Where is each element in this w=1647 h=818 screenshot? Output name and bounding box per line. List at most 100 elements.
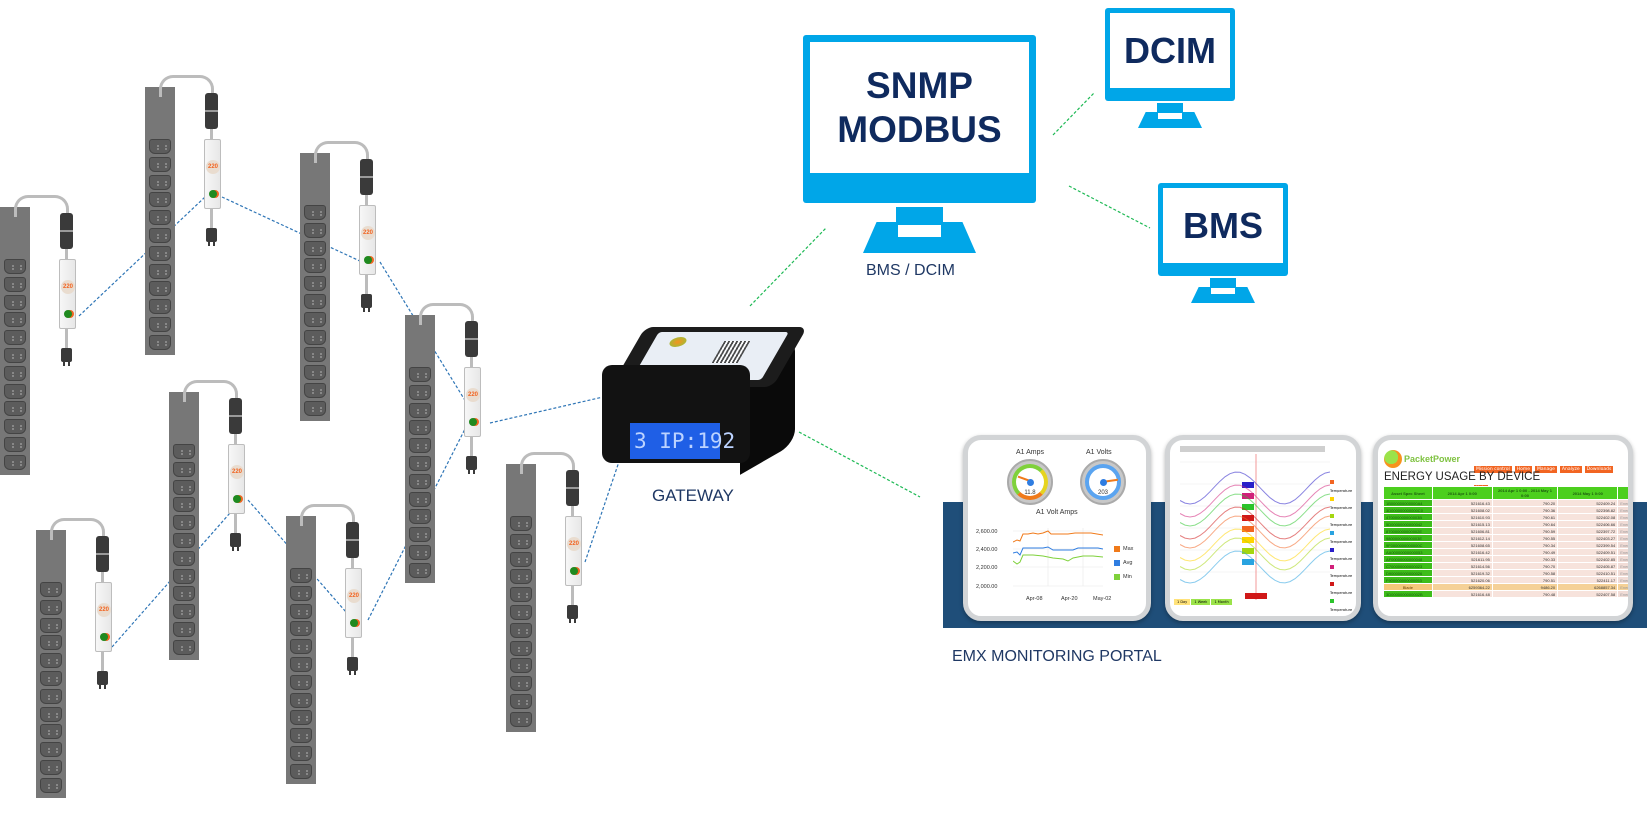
- cell-device-id: 5D00000000000042: [1383, 520, 1433, 528]
- outlet-icon: [304, 294, 326, 309]
- outlet-icon: [290, 763, 312, 779]
- outlet-icon: [510, 640, 532, 656]
- trend-legend-label: Temperature: [1330, 590, 1353, 595]
- trend-legend-item[interactable]: Temperature: [1330, 529, 1356, 546]
- trend-legend-item[interactable]: Temperature: [1330, 597, 1356, 614]
- cell-device-id: F900000000000053: [1383, 576, 1433, 584]
- pdu-power-strip[interactable]: 220: [169, 380, 299, 680]
- wireless-sensor-icon: [469, 418, 477, 426]
- trend-timeline-scroller[interactable]: [1180, 446, 1325, 452]
- nav-analyze[interactable]: Analyze: [1558, 465, 1583, 474]
- trend-legend-item[interactable]: Temperature: [1330, 580, 1356, 597]
- nav-manage[interactable]: Manage: [1534, 465, 1558, 474]
- cell-energy-delta: 790.58: [1491, 569, 1559, 577]
- cell-energy-start: 521616.48: [1431, 590, 1493, 598]
- wireless-sensor-icon: [364, 256, 372, 264]
- trend-legend-item[interactable]: Temperature: [1330, 563, 1356, 580]
- range-button-day[interactable]: 1 Day: [1174, 599, 1191, 605]
- pdu-power-strip[interactable]: 220: [506, 452, 636, 752]
- trend-legend-item[interactable]: Temperature: [1330, 546, 1356, 563]
- gateway-front: 3 IP:192: [602, 365, 750, 463]
- cable-segment: [101, 572, 104, 584]
- outlet-icon: [304, 329, 326, 345]
- pdu-power-strip[interactable]: 220: [405, 303, 535, 603]
- cell-label: Energy: [1617, 527, 1628, 535]
- pdu-power-strip[interactable]: 220: [300, 141, 430, 441]
- col-header[interactable]: 2014 Apr 1 0:00 - 2014 May 1 0:00: [1491, 486, 1559, 500]
- trend-series-line: [1180, 515, 1330, 549]
- range-button-week[interactable]: 1 Week: [1191, 599, 1211, 605]
- cell-device-id: D900000000000026: [1383, 569, 1433, 577]
- trend-legend-item[interactable]: Temperature: [1330, 512, 1356, 529]
- pdu-power-strip[interactable]: 220: [286, 504, 416, 804]
- trend-series-line: [1180, 550, 1330, 584]
- cell-device-id: 9F0000000000000C: [1383, 541, 1433, 549]
- power-sensor-module[interactable]: 220: [464, 367, 481, 437]
- gateway-device[interactable]: 3 IP:192: [600, 327, 808, 475]
- packetpower-brand: PacketPower: [1404, 454, 1461, 464]
- nav-downloads[interactable]: Downloads: [1583, 465, 1615, 474]
- outlet-icon: [409, 456, 431, 471]
- power-sensor-module[interactable]: 220: [204, 139, 221, 209]
- protocol-modbus-text: MODBUS: [837, 108, 1002, 150]
- power-cable: [419, 303, 474, 325]
- power-sensor-module[interactable]: 220: [565, 516, 582, 586]
- power-sensor-module[interactable]: 220: [345, 568, 362, 638]
- outlet-icon: [409, 402, 431, 418]
- range-button-month[interactable]: 1 Month: [1211, 599, 1232, 605]
- pdu-power-strip[interactable]: 220: [145, 75, 275, 375]
- nav-mission-control[interactable]: Mission control: [1473, 465, 1513, 474]
- outlet-icon: [173, 622, 195, 637]
- power-sensor-module[interactable]: 220: [95, 582, 112, 652]
- pdu-power-strip[interactable]: 220: [36, 518, 166, 818]
- cell-device-id: 3D000000000000C0: [1383, 506, 1433, 514]
- outlet-icon: [290, 728, 312, 744]
- cell-label: Energy: [1617, 534, 1628, 542]
- outlet-icon: [510, 658, 532, 674]
- col-header[interactable]: 2014 May 1 0:00: [1557, 486, 1619, 500]
- cell-device-id: 1B000000000000A4: [1383, 499, 1433, 507]
- nav-home[interactable]: Home: [1513, 465, 1534, 474]
- wireless-sensor-icon: [570, 567, 578, 575]
- outlet-icon: [149, 334, 171, 350]
- cell-energy-delta: 790.64: [1491, 520, 1559, 528]
- cell-energy-end: 522411.17: [1557, 576, 1619, 584]
- outlet-icon: [40, 599, 62, 615]
- wireless-sensor-icon: [350, 619, 358, 627]
- outlet-icon: [149, 281, 171, 297]
- cell-energy-end: 522405.87: [1557, 562, 1619, 570]
- cell-energy-delta: 790.48: [1491, 590, 1559, 598]
- outlet-icon: [149, 174, 171, 190]
- portal-dashboard-screenshot[interactable]: A1 Amps A1 Volts 11.8 203 A1 Volt Amps 2…: [963, 435, 1151, 621]
- power-sensor-module[interactable]: 220: [228, 444, 245, 514]
- trend-legend-item[interactable]: Temperature: [1330, 495, 1356, 512]
- col-header[interactable]: Asset Spec Sheet: [1383, 486, 1433, 500]
- cell-label: Energy: [1617, 520, 1628, 528]
- trend-legend-item[interactable]: Temperature: [1330, 478, 1356, 495]
- outlet-icon: [149, 263, 171, 279]
- col-header[interactable]: 2014 Apr 1 0:00: [1431, 486, 1493, 500]
- trend-legend-label: Temperature: [1330, 488, 1353, 493]
- power-sensor-module[interactable]: 220: [59, 259, 76, 329]
- pdu-power-strip[interactable]: 220: [0, 195, 130, 495]
- voltage-badge: 220: [230, 465, 244, 479]
- cable-connector-icon: [346, 522, 359, 558]
- power-sensor-module[interactable]: 220: [359, 205, 376, 275]
- series-avg-line: [1013, 546, 1103, 556]
